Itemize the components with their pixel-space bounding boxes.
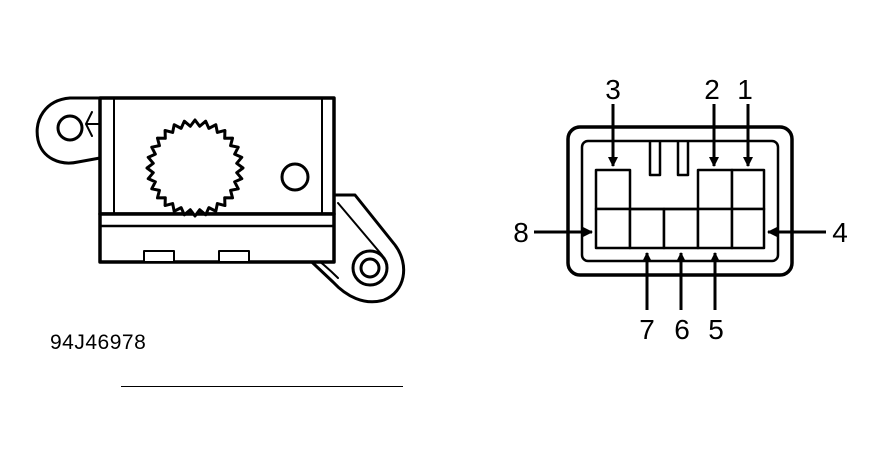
pin-label-3: 3 xyxy=(605,74,621,105)
pin-label-7: 7 xyxy=(639,314,655,345)
pin-label-4: 4 xyxy=(832,217,848,248)
left-ear-detail xyxy=(85,111,101,137)
actuator-drawing xyxy=(35,96,405,304)
pin-label-8: 8 xyxy=(513,217,529,248)
right-mounting-hole xyxy=(359,257,381,279)
left-mounting-hole xyxy=(56,114,84,142)
base-tab-left xyxy=(143,250,175,263)
terminal-cavity-3 xyxy=(594,168,632,211)
connector-drawing xyxy=(566,125,794,277)
terminal-cavity-5 xyxy=(696,207,734,250)
terminal-cavity-6 xyxy=(662,207,700,250)
terminal-cavity-7 xyxy=(628,207,666,250)
pin-label-6: 6 xyxy=(674,314,690,345)
actuator-base xyxy=(98,212,336,264)
output-gear xyxy=(145,118,245,218)
terminal-cavity-4 xyxy=(730,207,766,250)
figure-reference-code: 94J46978 xyxy=(50,331,147,354)
connector-latch xyxy=(648,141,690,177)
terminal-cavity-2 xyxy=(696,168,734,211)
base-tab-right xyxy=(218,250,250,263)
pin-arrows xyxy=(534,104,826,310)
pin-label-1: 1 xyxy=(737,74,753,105)
terminal-cavity-8 xyxy=(594,207,632,250)
terminal-cavity-1 xyxy=(730,168,766,211)
pin-label-5: 5 xyxy=(708,314,724,345)
pin-label-2: 2 xyxy=(704,74,720,105)
housing-boss xyxy=(280,162,310,192)
separator-rule xyxy=(121,386,403,387)
